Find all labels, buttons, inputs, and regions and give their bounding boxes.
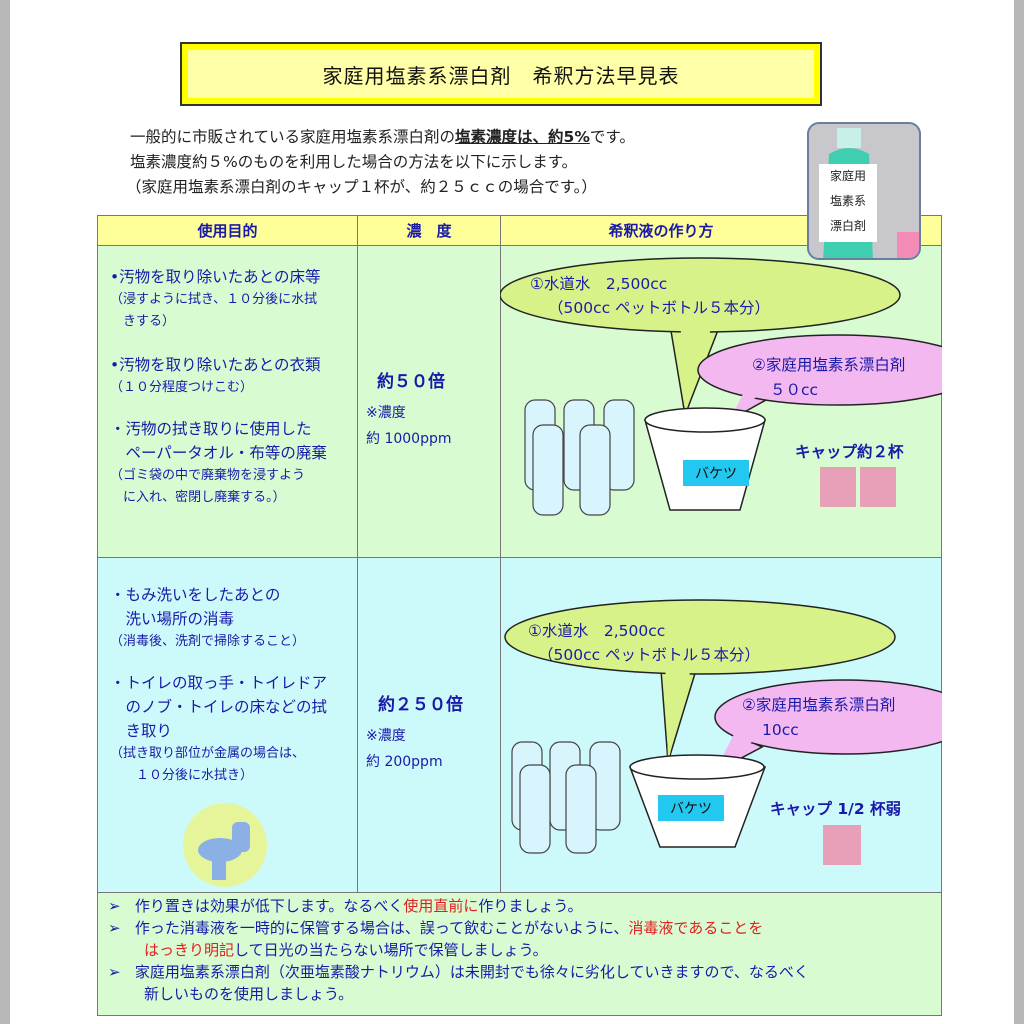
header-method-label: 希釈液の作り方 [608, 222, 714, 240]
note-text: 家庭用塩素系漂白剤（次亜塩素酸ナトリウム）は未開封でも徐々に劣化していきますので… [134, 963, 809, 981]
purpose-note: きする） [110, 314, 176, 329]
row1-purposes: •汚物を取り除いたあとの床等 （浸すように拭き、１０分後に水拭 きする） •汚物… [110, 265, 327, 509]
purpose-note: （１０分程度つけこむ） [110, 380, 254, 395]
purpose-note: に入れ、密閉し廃棄する。） [110, 490, 286, 505]
row2-purposes: ・もみ洗いをしたあとの 洗い場所の消毒 （消毒後、洗剤で掃除すること） ・トイレ… [110, 583, 327, 787]
purpose-note: （浸すように拭き、１０分後に水拭 [110, 292, 318, 307]
notes-cell [97, 892, 942, 1016]
row1-water-line1: ①水道水 2,500cc [530, 275, 668, 293]
intro-emphasis: 塩素濃度は、約5% [455, 128, 590, 146]
water-bubble [504, 599, 896, 675]
note-item: ➢ 作り置きは効果が低下します。なるべく使用直前に作りましょう。 [108, 895, 809, 917]
row1-purpose-cell [97, 245, 358, 558]
row1-illustration [500, 257, 942, 516]
toilet-icon [183, 803, 267, 887]
intro-text: 一般的に市販されている家庭用塩素系漂白剤の [130, 128, 456, 146]
page-title: 家庭用塩素系漂白剤 希釈方法早見表 [188, 50, 814, 98]
header-concentration: 濃 度 [357, 215, 501, 246]
note-emphasis: 消毒液であることを [628, 919, 764, 937]
row2-bleach-line2: 10cc [762, 721, 799, 739]
row2-bucket-label: バケツ [658, 795, 724, 821]
header-purpose: 使用目的 [97, 215, 358, 246]
note-item-cont: はっきり明記して日光の当たらない場所で保管しましょう。 [108, 939, 809, 961]
row2-illustration [504, 599, 942, 865]
purpose-title: ・トイレの取っ手・トイレドア [110, 674, 328, 692]
row1-bleach-line1: ②家庭用塩素系漂白剤 [752, 356, 906, 374]
note-text: 作った消毒液を一時的に保管する場合は、誤って飲むことがないように、 [134, 919, 629, 937]
row1-water-line2: （500cc ペットボトル５本分） [548, 299, 771, 317]
note-text: して日光の当たらない場所で保管しましょう。 [234, 941, 548, 959]
cap-icon [823, 825, 861, 865]
bottle-label-line: 家庭用 [829, 169, 866, 183]
note-item-cont: 新しいものを使用しましょう。 [144, 985, 354, 1003]
bottle-label-line: 塩素系 [829, 194, 866, 208]
purpose-note: １０分後に水拭き） [110, 768, 254, 783]
note-item: ➢ 作った消毒液を一時的に保管する場合は、誤って飲むことがないように、消毒液であ… [108, 917, 809, 939]
purpose-note: （ゴミ袋の中で廃棄物を浸すよう [110, 468, 306, 483]
purpose-note: （消毒後、洗剤で掃除すること） [110, 634, 306, 649]
intro-text: です。 [589, 128, 635, 146]
row1-ppm: 約 1000ppm [366, 431, 452, 447]
arrowhead-bullet-icon: ➢ [108, 919, 121, 937]
page-edge-left [0, 0, 10, 1024]
intro-line-3: （家庭用塩素系漂白剤のキャップ１杯が、約２５ｃｃの場合です。） [126, 178, 597, 196]
intro-line-1: 一般的に市販されている家庭用塩素系漂白剤の塩素濃度は、約5%です。 [130, 125, 635, 147]
title-box: 家庭用塩素系漂白剤 希釈方法早見表 [180, 42, 822, 106]
row1-bucket-label: バケツ [683, 460, 749, 486]
row1-caps: キャップ約２杯 [795, 443, 904, 461]
row2-ppm-label: ※濃度 [366, 728, 406, 744]
note-text: 作り置きは効果が低下します。なるべく [134, 897, 404, 915]
arrowhead-bullet-icon: ➢ [108, 897, 121, 915]
row2-caps: キャップ 1/2 杯弱 [770, 800, 902, 818]
intro-line-2: 塩素濃度約５%のものを利用した場合の方法を以下に示します。 [130, 153, 578, 171]
row2-water-line1: ①水道水 2,500cc [528, 622, 666, 640]
purpose-title: ・もみ洗いをしたあとの [110, 586, 281, 604]
bleach-bottle-photo: 家庭用 塩素系 漂白剤 [807, 122, 921, 260]
note-emphasis: はっきり明記 [144, 941, 235, 959]
row1-ppm-label: ※濃度 [366, 405, 406, 421]
row2-bleach-line1: ②家庭用塩素系漂白剤 [742, 696, 896, 714]
bottle-label-line: 漂白剤 [829, 219, 866, 233]
row1-bleach-line2: ５０cc [770, 381, 819, 399]
arrowhead-bullet-icon: ➢ [108, 963, 121, 981]
row2-water-line2: （500cc ペットボトル５本分） [538, 646, 761, 664]
purpose-title: ペーパータオル・布等の廃棄 [110, 444, 327, 462]
purpose-title: き取り [110, 722, 173, 740]
purpose-title: ・汚物の拭き取りに使用した [110, 420, 312, 438]
purpose-title: 洗い場所の消毒 [110, 610, 235, 628]
row2-conc-cell [357, 557, 501, 893]
row2-ppm: 約 200ppm [366, 754, 443, 770]
purpose-title: のノブ・トイレの床などの拭 [110, 698, 328, 716]
bleach-bubble [714, 679, 942, 755]
note-text: 作りましょう。 [478, 897, 583, 915]
cap-icons [820, 467, 896, 507]
note-emphasis: 使用直前に [403, 897, 479, 915]
purpose-note: （拭き取り部位が金属の場合は、 [110, 746, 306, 761]
row2-ratio: 約２５０倍 [378, 695, 463, 715]
page-edge-right [1014, 0, 1024, 1024]
pet-bottles-icon [524, 399, 635, 516]
purpose-title: •汚物を取り除いたあとの床等 [110, 268, 321, 286]
row1-ratio: 約５０倍 [377, 372, 445, 392]
purpose-title: •汚物を取り除いたあとの衣類 [110, 356, 321, 374]
pet-bottles-icon [511, 741, 621, 854]
note-item: ➢ 家庭用塩素系漂白剤（次亜塩素酸ナトリウム）は未開封でも徐々に劣化していきます… [108, 961, 809, 983]
notes-list: ➢ 作り置きは効果が低下します。なるべく使用直前に作りましょう。 ➢ 作った消毒… [108, 895, 809, 1005]
